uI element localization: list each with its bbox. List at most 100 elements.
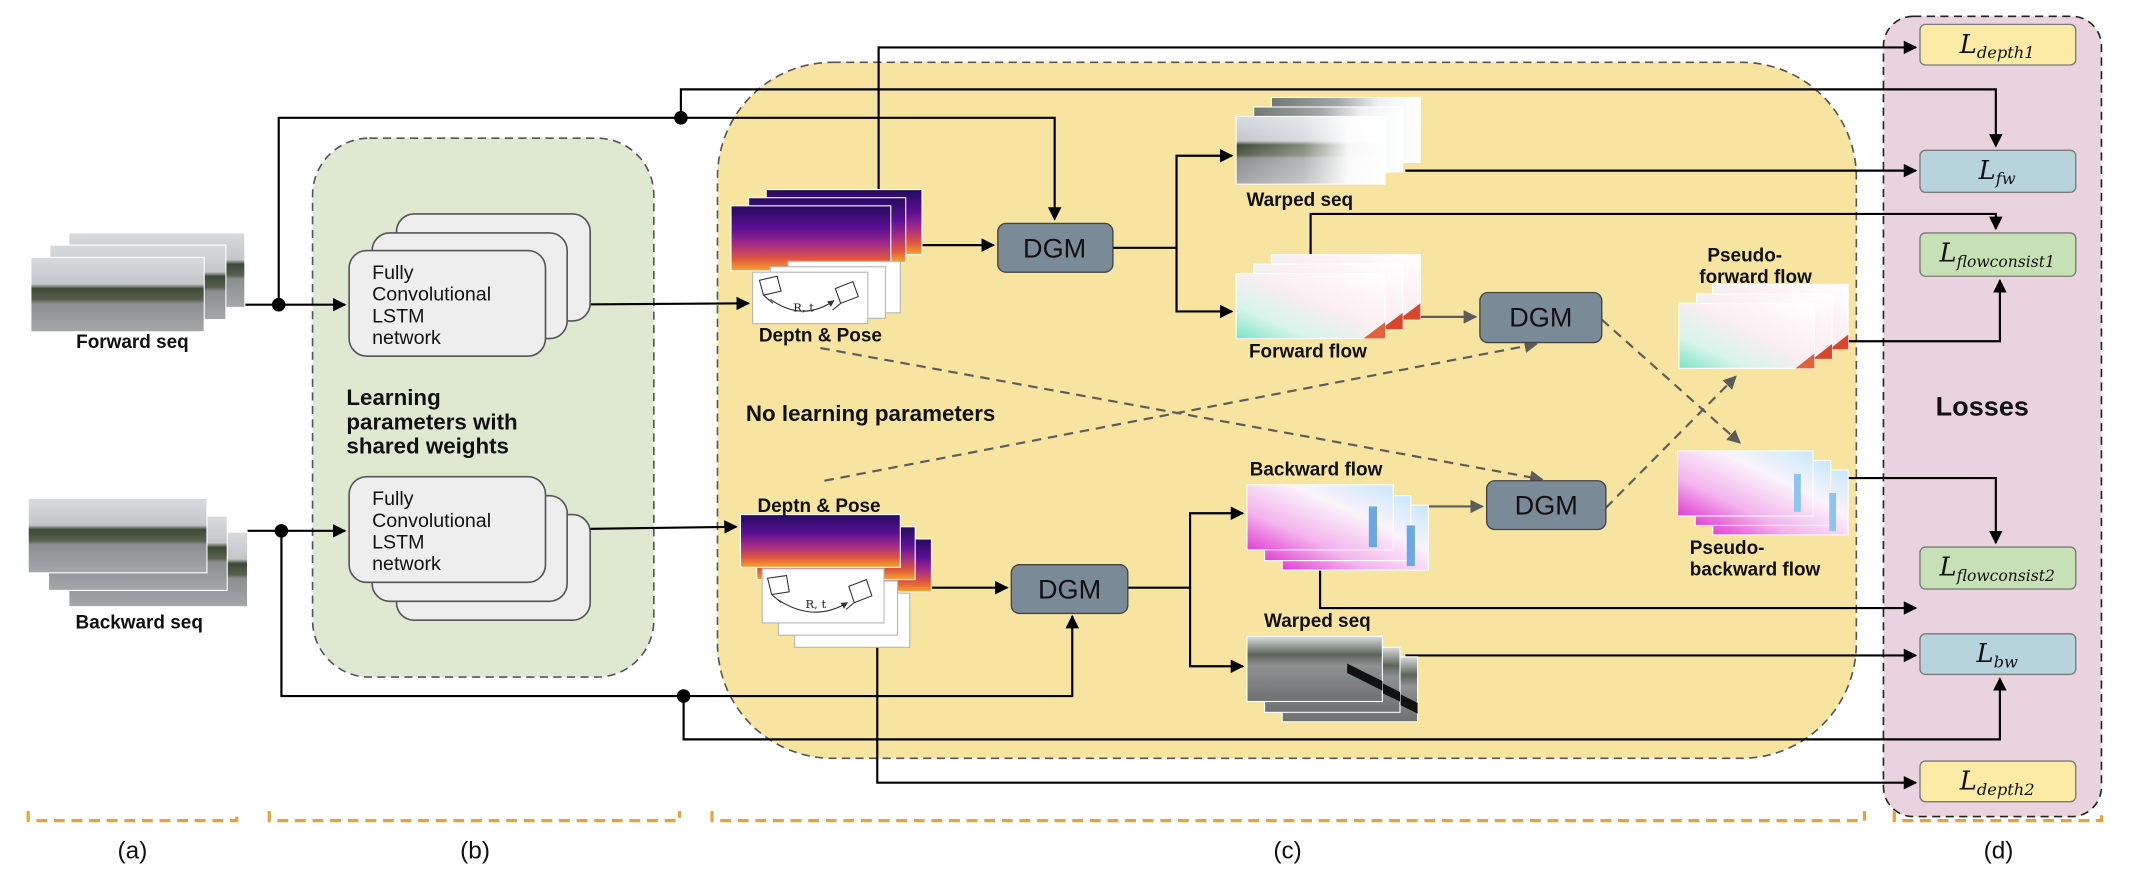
shared-weights-note-line-2: parameters with [346,409,517,434]
no-learning-note: No learning parameters [746,401,995,426]
loss-subscript: depth1 [1977,43,2035,62]
dgm-box [1485,480,1607,531]
dgm-box [1479,291,1603,344]
loss-flowconsist1-label: Lflowconsist1 [1938,238,2054,270]
pseudo-forward-flow-stack [1678,283,1849,369]
loss-subscript: flowconsist2 [1956,567,2055,585]
lstm-top-line-4: network [372,327,441,349]
warped-seq-bottom-label: Warped seq [1264,611,1371,632]
pose-symbol: R, t [793,300,814,314]
image-frame [30,256,205,333]
loss-fw-label: Lfw [1978,156,2016,188]
lstm-top-line-3: LSTM [372,305,424,327]
bracket-b [267,811,682,823]
loss-subscript: flowconsist1 [1956,253,2055,271]
lstm-box [348,249,547,357]
arrow-backward-seq-to-loss-bw [682,677,2007,741]
pseudo-forward-flow-label-line-2: forward flow [1699,267,1812,288]
junction-dot [274,524,289,538]
junction-dot [271,297,286,312]
forward-flow-stack [1235,254,1421,340]
dgm-label: DGM [1023,232,1086,263]
flow-frame [1677,450,1814,517]
dgm-label: DGM [1509,301,1572,332]
flow-highlight [1406,525,1415,567]
loss-depth1-box [1919,23,2077,66]
forward-flow-label: Forward flow [1249,342,1367,363]
lstm-top-line-2: Convolutional [372,284,491,306]
arrow-backward-flow-to-loss-flowconsist2 [1319,566,1918,615]
image-warp-mask [1236,116,1386,185]
shared-weights-note-line-3: shared weights [346,434,509,459]
pseudo-backward-flow-label-line-2: backward flow [1690,560,1821,581]
loss-subscript: bw [1994,653,2018,672]
depth-pose-bottom-label: Deptn & Pose [757,496,880,517]
losses-title: Losses [1936,391,2029,422]
pseudo-backward-flow-label-line-1: Pseudo- [1690,538,1765,559]
loss-symbol: L [1938,238,1956,268]
arrow-dgm-to-warped-seq-top [1112,148,1234,249]
depth-map-frame [730,205,892,272]
forward-seq-label: Forward seq [76,332,189,353]
dgm-label: DGM [1038,574,1101,605]
bracket-a [26,811,239,823]
loss-subscript: depth2 [1977,780,2035,799]
backward-flow-label: Backward flow [1250,459,1383,480]
warped-seq-top-label: Warped seq [1246,190,1353,211]
lstm-bottom-line-2: Convolutional [372,510,491,532]
dgm-label: DGM [1515,490,1578,521]
flow-highlight [1829,492,1837,531]
arrow-forward-seq-to-dgm [277,116,1062,305]
loss-depth2-label: Ldepth2 [1959,766,2035,798]
pose-transform-arc [769,298,835,312]
lstm-top-stack [348,213,591,357]
arrow-dgm-to-backward-flow [1127,506,1245,589]
warped-seq-bottom-stack [1246,635,1419,723]
loss-fw-box [1919,149,2077,193]
lstm-top-line-1: Fully [372,262,414,284]
flow-highlight [1381,312,1403,330]
shared-weights-note-line-1: Learning [346,385,440,410]
depth-pose-bottom-stack: R, t [739,514,932,648]
image-frame [1246,635,1383,703]
pose-transform-arc [778,599,849,613]
panel-label-c: (c) [1273,838,1301,865]
loss-symbol: L [1938,553,1956,583]
arrow-pseudo-forward-flow-to-loss-flowconsist1 [1848,278,2007,343]
flow-highlight [1794,473,1801,512]
dgm-block-2: DGM [1479,291,1603,344]
loss-symbol: L [1959,30,1977,60]
depth-pose-top-stack: R, t [730,189,923,325]
loss-flowconsist1-box [1919,232,2077,277]
lstm-bottom-line-3: LSTM [372,531,424,553]
dashed-arrow-depth-bottom-to-dgm [824,339,1539,482]
dashed-arrow-dgm-to-pseudo-forward-flow [1605,375,1737,509]
pose-card [761,568,885,624]
warped-seq-top-stack [1235,96,1421,185]
forward-seq-image-stack [30,232,246,333]
junction-dot [674,111,688,125]
lstm-box [348,475,547,584]
bracket-d [1892,811,2104,823]
panel-d-background [1882,15,2103,818]
dashed-arrow-depth-top-to-dgm [820,346,1544,484]
arrow-forward-seq-to-loss-fw [679,88,2003,148]
arrow-dgm-to-warped-seq-bottom [1189,587,1245,674]
pseudo-forward-flow-label-line-1: Pseudo- [1707,245,1782,266]
backward-flow-stack [1246,484,1429,571]
arrow-depth-bottom-to-loss-depth2 [876,641,1918,790]
loss-depth2-box [1919,760,2077,803]
loss-symbol: L [1975,639,1993,669]
lstm-bottom-stack [348,475,591,622]
loss-symbol: L [1959,766,1977,796]
loss-depth1-label: Ldepth1 [1959,30,2035,62]
backward-seq-label: Backward seq [76,612,203,633]
camera-frustum-icon [758,275,782,304]
panel-label-a: (a) [118,838,148,865]
lstm-bottom-line-4: network [372,553,441,575]
dgm-block-4: DGM [1010,564,1129,615]
dgm-box [997,222,1114,273]
loss-subscript: fw [1995,169,2016,188]
loss-symbol: L [1978,156,1996,186]
